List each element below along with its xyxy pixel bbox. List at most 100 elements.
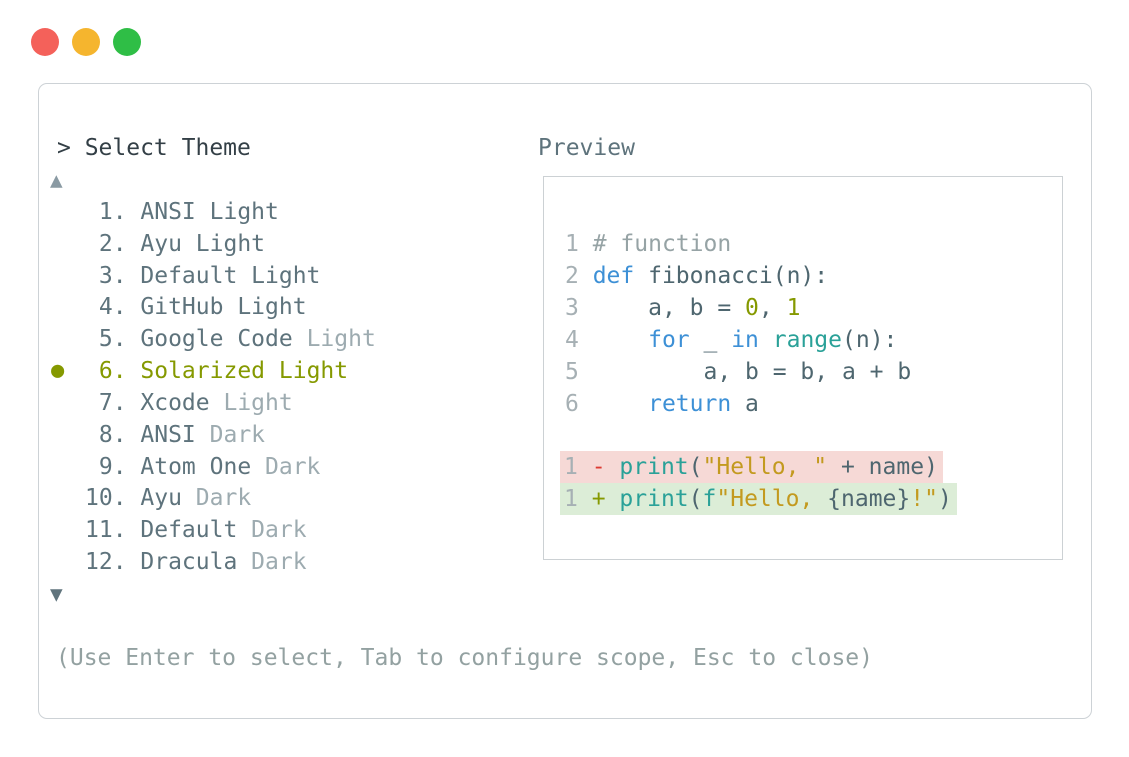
- code-token-lineno: 4: [565, 327, 593, 353]
- footer-hint: (Use Enter to select, Tab to configure s…: [56, 645, 873, 671]
- code-line: 3 a, b = 0, 1: [565, 292, 800, 324]
- code-token-default: (: [688, 486, 703, 512]
- code-line: 6 return a: [565, 388, 759, 420]
- theme-item-name: Dracula: [140, 549, 252, 575]
- theme-list-item[interactable]: 4. GitHub Light: [85, 291, 307, 323]
- code-token-olive: 0: [745, 295, 759, 321]
- theme-item-name: Xcode: [140, 390, 224, 416]
- code-line: 1 # function: [565, 228, 731, 260]
- diff-line-removed: 1 - print("Hello, " + name): [560, 451, 943, 483]
- theme-list-item[interactable]: 3. Default Light: [85, 260, 321, 292]
- code-token-keyword: def: [592, 263, 635, 289]
- diff-line-added: 1 + print(f"Hello, {name}!"): [560, 483, 957, 515]
- code-line: 4 for _ in range(n):: [565, 324, 897, 356]
- code-token-default: + name): [827, 454, 938, 480]
- theme-item-variant: Dark: [265, 454, 321, 480]
- theme-item-variant: Light: [223, 390, 293, 416]
- theme-item-variant: Light: [237, 294, 307, 320]
- code-token-keyword: in: [731, 327, 759, 353]
- theme-item-variant: Dark: [195, 485, 252, 511]
- theme-list-item[interactable]: 12. Dracula Dark: [85, 546, 307, 578]
- theme-list-item[interactable]: 11. Default Dark: [85, 514, 307, 546]
- theme-item-number: 8.: [85, 422, 141, 448]
- code-token-default: (n):: [842, 327, 898, 353]
- code-token-lineno: 2: [565, 263, 593, 289]
- theme-item-number: 10.: [85, 485, 141, 511]
- code-token-default: a, b =: [592, 295, 746, 321]
- prompt-title: > Select Theme: [57, 135, 251, 161]
- code-token-lineno: 1: [565, 231, 593, 257]
- theme-item-number: 1.: [85, 199, 141, 225]
- scroll-down-icon[interactable]: ▼: [50, 582, 63, 606]
- code-token-default: ): [937, 486, 952, 512]
- theme-list-item[interactable]: 10. Ayu Dark: [85, 482, 251, 514]
- theme-item-name: Default: [140, 517, 252, 543]
- code-token-teal: print: [619, 486, 689, 512]
- theme-list-item[interactable]: 9. Atom One Dark: [85, 451, 321, 483]
- theme-item-variant: Dark: [251, 517, 307, 543]
- code-token-default: _: [689, 327, 732, 353]
- theme-item-number: 11.: [85, 517, 141, 543]
- code-token-string: "Hello, ": [702, 454, 828, 480]
- code-token-olive: +: [591, 486, 620, 512]
- theme-item-name: ANSI: [140, 422, 210, 448]
- theme-item-variant: Light: [209, 199, 279, 225]
- code-token-lineno: 3: [565, 295, 593, 321]
- theme-item-number: 9.: [85, 454, 141, 480]
- code-token-string: "Hello,: [716, 486, 828, 512]
- theme-item-name: Solarized: [140, 358, 279, 384]
- theme-item-number: 4.: [85, 294, 141, 320]
- theme-item-variant: Dark: [251, 549, 307, 575]
- code-token-lineno: 1: [564, 486, 592, 512]
- code-token-default: [593, 327, 648, 353]
- theme-item-variant: Light: [251, 263, 321, 289]
- code-token-comment: # function: [592, 231, 732, 257]
- code-line: 5 a, b = b, a + b: [565, 356, 911, 388]
- theme-item-name: Atom One: [140, 454, 266, 480]
- code-token-lineno: 6: [565, 391, 593, 417]
- scroll-up-icon[interactable]: ▲: [50, 168, 63, 192]
- close-button[interactable]: [31, 28, 59, 56]
- code-token-default: [759, 327, 773, 353]
- code-token-teal: f: [702, 486, 717, 512]
- theme-list-item[interactable]: 2. Ayu Light: [85, 228, 265, 260]
- theme-item-number: 6.: [85, 358, 141, 384]
- theme-list-item[interactable]: 6. Solarized Light: [85, 355, 348, 387]
- theme-item-number: 3.: [85, 263, 141, 289]
- code-token-keyword: return: [648, 391, 732, 417]
- theme-list-item[interactable]: 5. Google Code Light: [85, 323, 376, 355]
- code-token-keyword: for: [648, 327, 690, 353]
- code-token-default: a: [731, 391, 759, 417]
- code-token-string: !": [910, 486, 938, 512]
- preview-heading: Preview: [538, 135, 635, 161]
- code-token-default: a, b = b, a + b: [592, 359, 912, 385]
- code-token-default: {name}: [827, 486, 911, 512]
- theme-item-number: 12.: [85, 549, 141, 575]
- code-token-lineno: 1: [564, 454, 592, 480]
- code-token-default: [593, 391, 648, 417]
- theme-item-number: 7.: [85, 390, 141, 416]
- theme-list-item[interactable]: 7. Xcode Light: [85, 387, 293, 419]
- code-token-default: (: [688, 454, 703, 480]
- theme-item-number: 5.: [85, 326, 141, 352]
- theme-item-name: Default: [140, 263, 252, 289]
- code-token-default: fibonacci(n):: [634, 263, 829, 289]
- theme-list-item[interactable]: 8. ANSI Dark: [85, 419, 265, 451]
- theme-item-variant: Light: [306, 326, 376, 352]
- theme-item-variant: Dark: [209, 422, 266, 448]
- maximize-button[interactable]: [113, 28, 141, 56]
- selected-item-marker-icon: ●: [51, 358, 65, 383]
- theme-item-variant: Light: [195, 231, 266, 257]
- theme-list-item[interactable]: 1. ANSI Light: [85, 196, 279, 228]
- diff-added-highlight: 1 + print(f"Hello, {name}!"): [560, 483, 957, 515]
- theme-item-name: ANSI: [140, 199, 210, 225]
- theme-item-name: GitHub: [140, 294, 238, 320]
- theme-item-name: Google Code: [140, 326, 307, 352]
- theme-item-name: Ayu: [140, 485, 196, 511]
- theme-item-variant: Light: [278, 358, 349, 384]
- diff-removed-highlight: 1 - print("Hello, " + name): [560, 451, 943, 483]
- code-token-default: ,: [758, 295, 787, 321]
- minimize-button[interactable]: [72, 28, 100, 56]
- code-token-lineno: 5: [565, 359, 593, 385]
